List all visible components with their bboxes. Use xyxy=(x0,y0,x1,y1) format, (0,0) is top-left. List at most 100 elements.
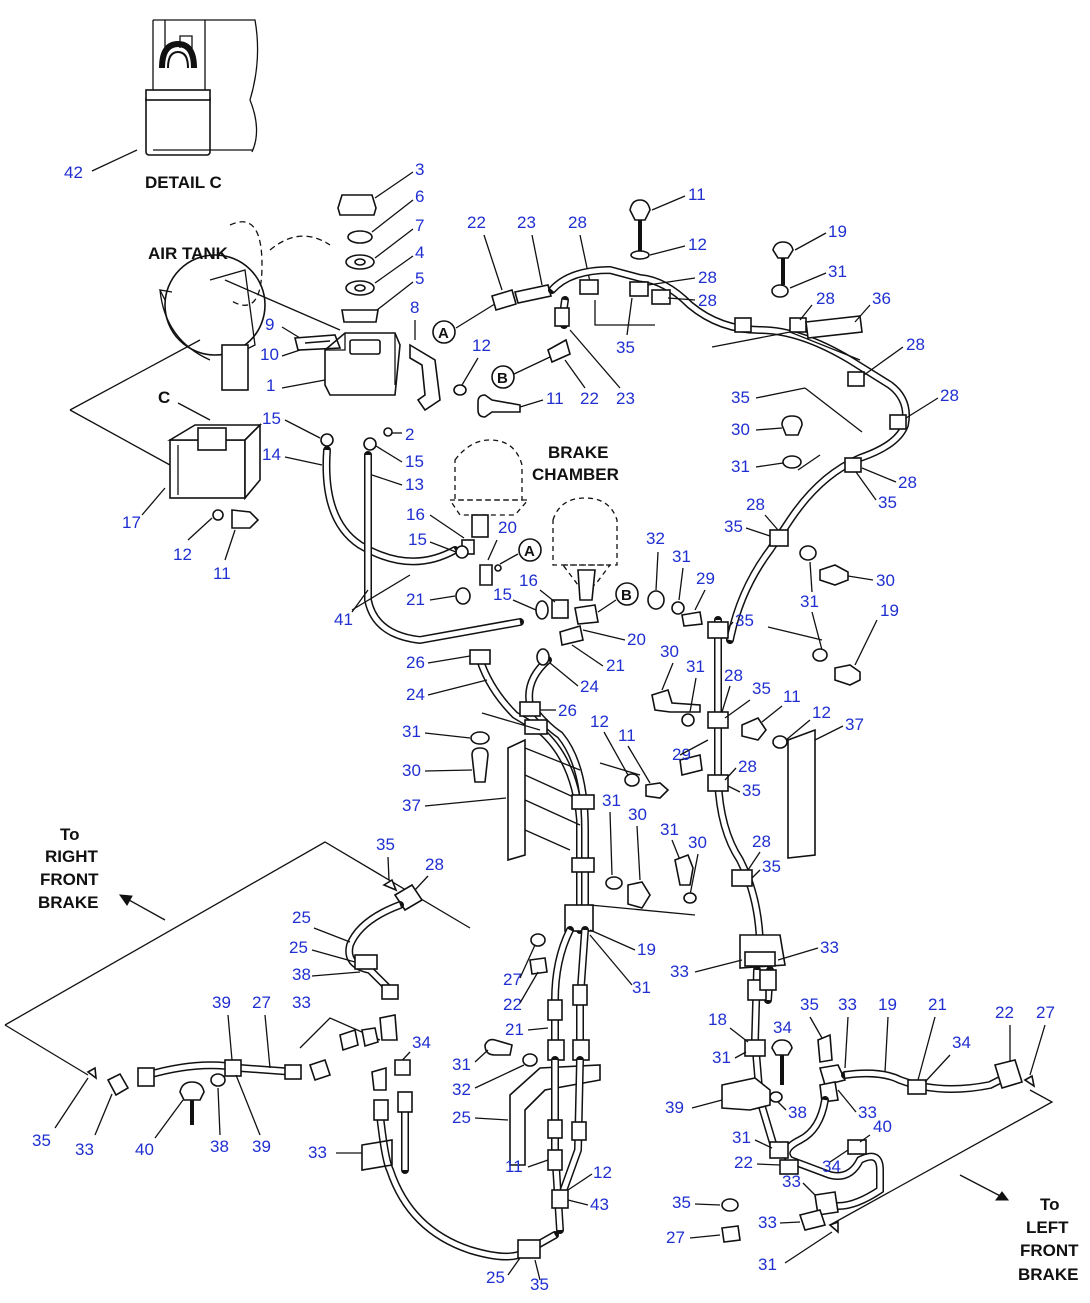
callout-22c: 33 xyxy=(292,993,311,1012)
detail-c-padlock xyxy=(145,19,259,156)
callout-32c: 27 xyxy=(666,1228,685,1247)
callout-37b: 37 xyxy=(402,796,421,815)
callout-33e: 31 xyxy=(712,1048,731,1067)
callout-31d: 31 xyxy=(672,547,691,566)
callout-11d: 11 xyxy=(783,687,801,706)
callout-4: 4 xyxy=(415,243,424,262)
callout-28j: 28 xyxy=(738,757,757,776)
callout-11: 11 xyxy=(213,564,231,583)
air-tank-label: AIR TANK xyxy=(148,244,229,263)
callout-35h: 35 xyxy=(762,857,781,876)
part-17-valve xyxy=(167,423,262,501)
connector-a-mid: A xyxy=(524,543,535,560)
callout-31g: 31 xyxy=(602,791,621,810)
callout-15b: 15 xyxy=(405,452,424,471)
callout-33g: 31 xyxy=(732,1128,751,1147)
callout-24: 24 xyxy=(406,685,425,704)
callout-39c: 22 xyxy=(995,1003,1014,1022)
callout-28: 28 xyxy=(568,213,587,232)
left-brake-label-1: To xyxy=(1040,1195,1060,1214)
callout-35g: 35 xyxy=(742,781,761,800)
callout-11e: 11 xyxy=(618,726,636,745)
callout-31h: 30 xyxy=(688,833,707,852)
callout-30d: 30 xyxy=(402,761,421,780)
callout-34b: 39 xyxy=(252,1137,271,1156)
callout-11b: 11 xyxy=(688,185,706,204)
callout-16: 16 xyxy=(406,505,425,524)
callout-24b: 24 xyxy=(580,677,599,696)
callout-31: 31 xyxy=(828,262,847,281)
callout-30e: 30 xyxy=(628,805,647,824)
callout-33: 43 xyxy=(590,1195,609,1214)
callout-42: 42 xyxy=(64,163,83,182)
callout-19c: 31 xyxy=(660,820,679,839)
callout-28h: 35 xyxy=(724,517,743,536)
callout-28c: 28 xyxy=(698,291,717,310)
callout-22: 22 xyxy=(467,213,486,232)
callout-22e: 33 xyxy=(858,1103,877,1122)
callout-39: 28 xyxy=(425,855,444,874)
callout-27: 25 xyxy=(292,908,311,927)
callout-35c: 35 xyxy=(878,493,897,512)
callout-31j: 38 xyxy=(210,1137,229,1156)
left-brake-label-3: FRONT xyxy=(1020,1241,1079,1260)
callout-19d: 34 xyxy=(773,1018,792,1037)
callout-22b: 22 xyxy=(580,389,599,408)
callout-12e: 12 xyxy=(590,712,609,731)
callout-28k: 28 xyxy=(752,832,771,851)
brake-chamber-label-2: CHAMBER xyxy=(532,465,619,484)
callout-38: 35 xyxy=(376,835,395,854)
callout-15d: 15 xyxy=(493,585,512,604)
callout-35i: 19 xyxy=(637,940,656,959)
callout-25d: 33 xyxy=(670,962,689,981)
callout-25b: 11 xyxy=(505,1157,523,1176)
callout-23b: 23 xyxy=(616,389,635,408)
detail-c-label: DETAIL C xyxy=(145,173,222,192)
air-tank xyxy=(69,221,341,466)
callout-25c: 33 xyxy=(820,938,839,957)
callout-37: 37 xyxy=(845,715,864,734)
callout-28d: 28 xyxy=(816,289,835,308)
callout-21d: 35 xyxy=(800,995,819,1014)
brake-chamber-label-1: BRAKE xyxy=(548,443,608,462)
callout-35l: 18 xyxy=(708,1010,727,1029)
callout-15c: 15 xyxy=(408,530,427,549)
right-brake-label-4: BRAKE xyxy=(38,893,98,912)
callout-26: 26 xyxy=(406,653,425,672)
callout-40b: 39 xyxy=(665,1098,684,1117)
callout-21b: 21 xyxy=(606,656,625,675)
callout-28e: 28 xyxy=(906,335,925,354)
callout-26b: 26 xyxy=(558,701,577,720)
callout-31e: 31 xyxy=(686,657,705,676)
callout-41: 41 xyxy=(334,610,353,629)
callout-7: 7 xyxy=(415,216,424,235)
callout-28g: 28 xyxy=(898,473,917,492)
connector-b-mid: B xyxy=(621,587,632,604)
callout-34: 38 xyxy=(292,965,311,984)
callout-31i: 27 xyxy=(503,970,522,989)
callout-15: 15 xyxy=(262,409,281,428)
callout-35f: 35 xyxy=(752,679,771,698)
callout-12b: 12 xyxy=(688,235,707,254)
callout-21c: 34 xyxy=(412,1033,431,1052)
callout-6: 6 xyxy=(415,187,424,206)
callout-31b: 31 xyxy=(731,457,750,476)
right-brake-label-3: FRONT xyxy=(40,870,99,889)
callout-31k: 38 xyxy=(788,1103,807,1122)
callout-38b: 35 xyxy=(32,1131,51,1150)
callout-8: 8 xyxy=(410,298,419,317)
c-label: C xyxy=(158,388,170,407)
left-brake-label-2: LEFT xyxy=(1026,1218,1069,1237)
callout-43: 25 xyxy=(452,1108,471,1127)
callout-30: 30 xyxy=(731,420,750,439)
callout-33d: 39 xyxy=(212,993,231,1012)
callout-13: 13 xyxy=(405,475,424,494)
callout-18: 40 xyxy=(135,1140,154,1159)
callout-31f: 31 xyxy=(402,722,421,741)
callout-28b: 28 xyxy=(698,268,717,287)
callout-16b: 16 xyxy=(519,571,538,590)
callout-34d: 40 xyxy=(873,1117,892,1136)
brake-chamber-lower xyxy=(552,497,618,601)
callout-11f: 31 xyxy=(452,1055,471,1074)
callout-33b: 35 xyxy=(530,1275,549,1294)
